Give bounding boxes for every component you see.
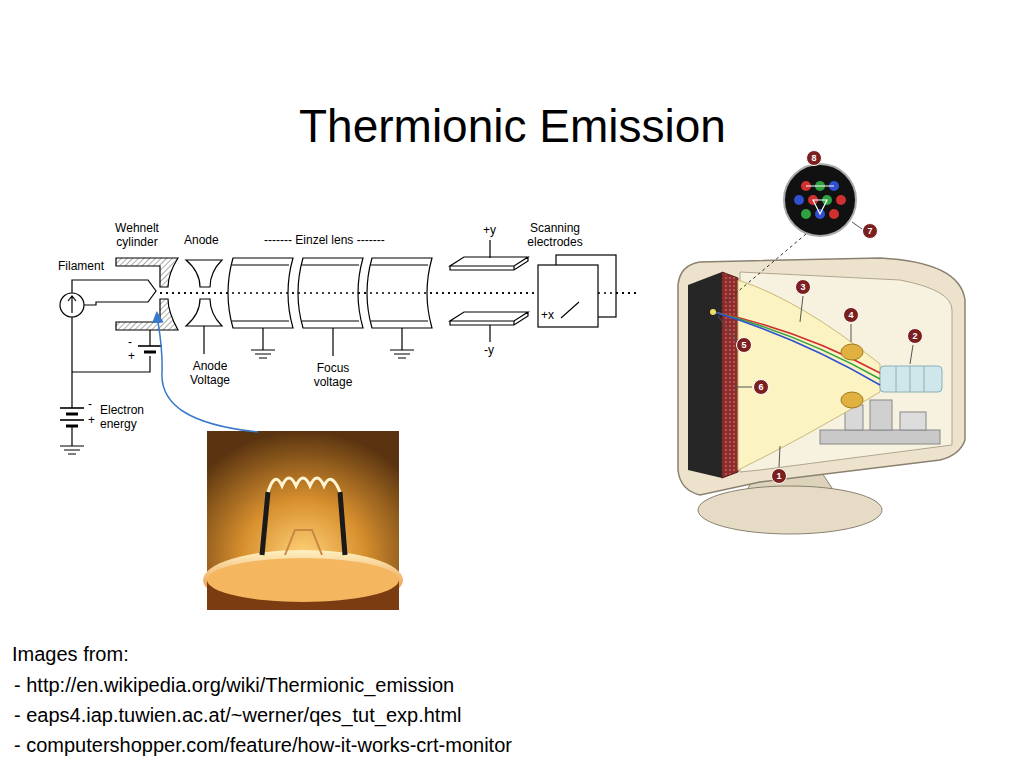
voltage-label: Electron energy xyxy=(100,404,156,432)
shadow-mask xyxy=(722,272,738,478)
beam-axis xyxy=(598,292,640,294)
polarity-sign: + xyxy=(88,414,95,428)
callout-leader xyxy=(851,324,852,342)
signal-label: +y xyxy=(483,224,496,238)
callout-number: 8 xyxy=(806,150,822,166)
anode-electrode xyxy=(186,299,222,326)
electron-beam xyxy=(714,312,880,379)
callout-leader xyxy=(852,222,862,229)
battery-plate xyxy=(60,419,84,421)
source-url: - http://en.wikipedia.org/wiki/Thermioni… xyxy=(14,674,454,697)
photo-cup-rim xyxy=(207,558,399,602)
battery-plate xyxy=(66,413,78,416)
plate-lead xyxy=(489,240,490,258)
ground-wire xyxy=(390,328,414,358)
tube-neck xyxy=(880,366,942,392)
screen-spot xyxy=(710,309,716,315)
ground-wire xyxy=(251,328,275,358)
callout-leader xyxy=(779,446,780,467)
battery-plate xyxy=(138,345,162,347)
source-url: - eaps4.iap.tuwien.ac.at/~werner/qes_tut… xyxy=(14,704,461,727)
einzel-electrode xyxy=(228,258,293,328)
callout-number: 2 xyxy=(907,328,923,344)
callout-leader xyxy=(718,316,737,341)
callout-number: 3 xyxy=(795,279,811,295)
callout-leader xyxy=(800,296,803,322)
polarity-sign: - xyxy=(128,336,132,350)
callout-number: 4 xyxy=(843,307,859,323)
phosphor-dots xyxy=(801,209,811,219)
source-arrow xyxy=(68,296,76,313)
plate-slash xyxy=(561,302,579,318)
part-label: Wehnelt cylinder xyxy=(102,222,172,250)
deflection-plate xyxy=(538,265,598,327)
part-label: Filament xyxy=(58,260,104,274)
callout-leader xyxy=(910,345,913,364)
callout-number: 6 xyxy=(753,379,769,395)
anode-wire xyxy=(203,326,204,354)
voltage-label: Anode Voltage xyxy=(180,360,240,388)
phosphor-dots xyxy=(806,186,834,187)
zoom-line xyxy=(716,234,806,310)
photo-cup xyxy=(203,550,403,610)
screen xyxy=(688,272,722,478)
polarity-sign: + xyxy=(128,350,135,364)
phosphor-dots xyxy=(794,181,846,219)
circuit-part xyxy=(870,400,892,430)
signal-label: +x xyxy=(541,309,554,323)
monitor-housing xyxy=(678,258,965,495)
source-url: - computershopper.com/feature/how-it-wor… xyxy=(14,734,512,757)
part-label: Anode xyxy=(184,234,219,248)
filament-wire xyxy=(72,280,156,305)
deflection-coil xyxy=(841,392,863,408)
callout-number: 5 xyxy=(736,337,752,353)
zoom-circle xyxy=(784,164,856,236)
polarity-sign: - xyxy=(88,398,92,412)
deflection-plate xyxy=(450,257,528,270)
battery-plate xyxy=(60,407,84,409)
voltage-label: Focus voltage xyxy=(300,362,366,390)
ground-symbol xyxy=(60,446,84,454)
wehnelt-cylinder xyxy=(116,299,178,330)
filament-stem xyxy=(285,530,322,555)
leader-line xyxy=(157,314,258,432)
part-label: Scanning electrodes xyxy=(515,222,595,250)
source-note: Images from: xyxy=(12,643,129,666)
signal-label: -y xyxy=(484,344,494,358)
filament-coil xyxy=(268,478,340,492)
battery-plate xyxy=(66,425,78,428)
monitor-stand xyxy=(698,486,882,534)
battery-plate xyxy=(144,351,156,354)
wehnelt-cylinder xyxy=(116,258,178,287)
callout-number: 1 xyxy=(771,468,787,484)
deflection-plate xyxy=(450,312,528,325)
circuit-part xyxy=(900,412,926,430)
filament-lead xyxy=(262,492,345,555)
phosphor-dots xyxy=(794,195,804,205)
part-label: ------- Einzel lens ------- xyxy=(264,234,385,248)
callout-leader xyxy=(734,387,752,388)
slide-title: Thermionic Emission xyxy=(299,100,726,153)
electron-gun xyxy=(896,366,924,392)
anode-electrode xyxy=(186,260,222,287)
phosphor-dots xyxy=(836,195,846,205)
photo-ground xyxy=(207,431,399,610)
tube-cone xyxy=(738,280,880,470)
filament-photo xyxy=(203,431,403,610)
phosphor-dots xyxy=(813,200,827,214)
deflection-coil xyxy=(841,344,863,360)
circuit-board xyxy=(820,430,940,444)
current-source xyxy=(60,293,84,317)
callout-leader xyxy=(718,222,913,467)
focus-wire xyxy=(332,328,333,356)
crt-monitor xyxy=(678,164,965,534)
anode-battery-wire xyxy=(72,330,150,372)
callout-number: 7 xyxy=(862,223,878,239)
electron-gun-schematic xyxy=(60,240,640,454)
plate-lead xyxy=(489,325,490,342)
phosphor-dots xyxy=(829,209,839,219)
electron-beam xyxy=(714,312,880,385)
